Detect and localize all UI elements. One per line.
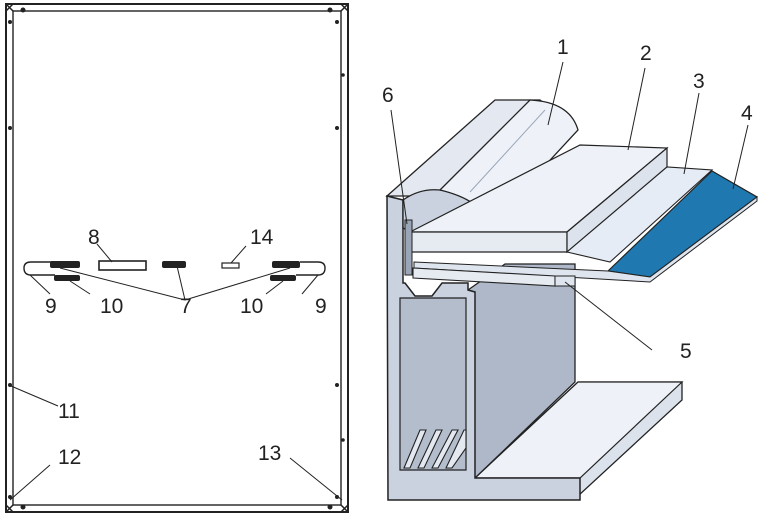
frame-cross-section <box>385 61 759 501</box>
adhesive-gasket <box>404 219 413 276</box>
callout-11: 11 <box>58 400 80 423</box>
label-tag <box>221 262 240 269</box>
junction-box <box>98 260 147 271</box>
callout-1: 1 <box>557 36 569 59</box>
callout-4: 4 <box>741 102 753 125</box>
callout-labels: 8 14 9 10 7 10 9 11 12 13 1 2 3 4 6 5 <box>45 36 753 469</box>
corner-keys <box>5 3 349 513</box>
callout-8: 8 <box>88 226 100 249</box>
frame-top-rail <box>438 99 579 227</box>
callout-14: 14 <box>250 226 274 249</box>
callout-2: 2 <box>640 42 652 65</box>
callout-12: 12 <box>58 446 81 469</box>
callout-9-right: 9 <box>315 295 327 318</box>
frame-outer <box>5 3 349 513</box>
channel-ribs <box>403 429 467 469</box>
callout-10-left: 10 <box>100 295 123 318</box>
callout-10-right: 10 <box>240 295 263 318</box>
callout-3: 3 <box>693 70 705 93</box>
cable-loops <box>23 261 326 276</box>
callout-9-left: 9 <box>45 295 57 318</box>
frame-inner <box>12 10 342 506</box>
callout-13: 13 <box>258 442 281 465</box>
panel-rear-view <box>5 3 349 513</box>
leader-lines-right <box>390 61 749 351</box>
glass-rear-block <box>554 275 576 287</box>
callout-5: 5 <box>680 340 692 363</box>
connectors <box>50 261 300 281</box>
callout-6: 6 <box>382 84 394 107</box>
callout-7: 7 <box>180 295 192 318</box>
mounting-holes <box>8 7 345 510</box>
leader-lines-left <box>9 243 343 501</box>
glass-front-edge <box>409 231 568 253</box>
encapsulant-sheet <box>565 166 714 263</box>
